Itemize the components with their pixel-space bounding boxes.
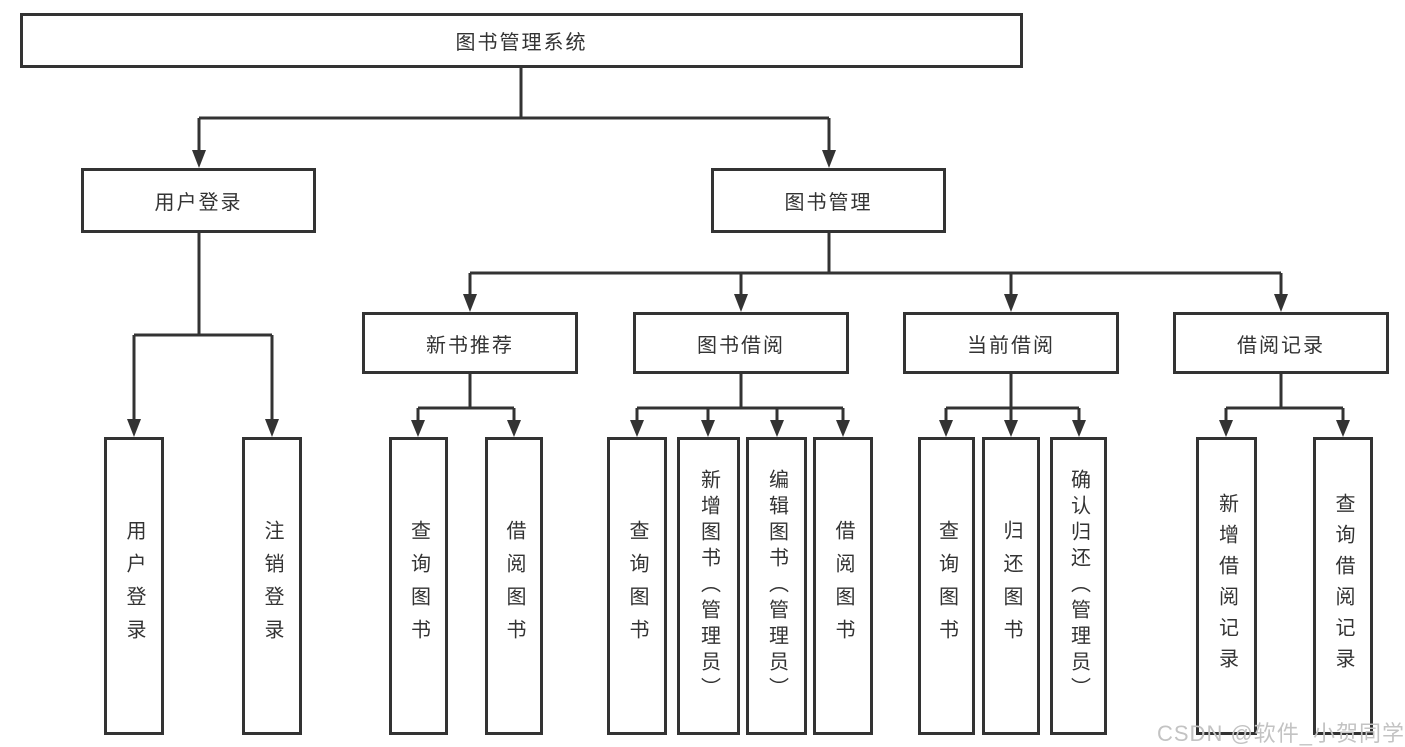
leaf-user-login-label: 用户登录 [123, 520, 145, 652]
node-book-management: 图书管理 [711, 168, 946, 233]
leaf-current-confirm-return-admin: 确认归还（管理员） [1050, 437, 1107, 735]
leaf-current-query-books-label: 查询图书 [935, 520, 958, 652]
node-borrow-records-label: 借阅记录 [1237, 334, 1325, 357]
arrowheads [127, 150, 1350, 437]
node-borrow-records: 借阅记录 [1173, 312, 1389, 374]
node-new-book-recommend: 新书推荐 [362, 312, 578, 374]
csdn-watermark: CSDN @软件_小贺同学 [1157, 721, 1405, 746]
leaf-records-add-record-label: 新增借阅记录 [1215, 493, 1238, 679]
leaf-user-login: 用户登录 [104, 437, 164, 735]
leaf-borrow-edit-books-admin-label: 编辑图书（管理员） [765, 469, 788, 703]
node-user-login: 用户登录 [81, 168, 316, 233]
node-current-borrow: 当前借阅 [903, 312, 1119, 374]
leaf-borrow-query-books-label: 查询图书 [626, 520, 648, 652]
leaf-logout-label: 注销登录 [261, 520, 283, 652]
leaf-borrow-add-books-admin-label: 新增图书（管理员） [697, 469, 720, 703]
leaf-borrow-borrow-books-label: 借阅图书 [832, 520, 854, 652]
leaf-current-return-books-label: 归还图书 [1000, 520, 1022, 652]
node-root-label: 图书管理系统 [455, 32, 588, 54]
leaf-recommend-query-books: 查询图书 [389, 437, 448, 735]
node-new-book-recommend-label: 新书推荐 [426, 334, 514, 357]
leaf-records-query-record-label: 查询借阅记录 [1332, 493, 1354, 679]
leaf-records-add-record: 新增借阅记录 [1196, 437, 1257, 735]
leaf-current-return-books: 归还图书 [982, 437, 1040, 735]
leaf-logout: 注销登录 [242, 437, 302, 735]
leaf-borrow-add-books-admin: 新增图书（管理员） [677, 437, 740, 735]
leaf-recommend-borrow-books-label: 借阅图书 [503, 520, 525, 652]
leaf-current-confirm-return-admin-label: 确认归还（管理员） [1067, 469, 1090, 703]
node-book-borrow-label: 图书借阅 [697, 334, 785, 357]
leaf-borrow-query-books: 查询图书 [607, 437, 667, 735]
node-current-borrow-label: 当前借阅 [967, 334, 1055, 357]
leaf-recommend-query-books-label: 查询图书 [407, 520, 430, 652]
leaf-borrow-edit-books-admin: 编辑图书（管理员） [746, 437, 807, 735]
node-book-borrow: 图书借阅 [633, 312, 849, 374]
leaf-records-query-record: 查询借阅记录 [1313, 437, 1373, 735]
leaf-borrow-borrow-books: 借阅图书 [813, 437, 873, 735]
node-user-login-label: 用户登录 [154, 192, 243, 214]
leaf-current-query-books: 查询图书 [918, 437, 975, 735]
node-book-management-label: 图书管理 [784, 192, 873, 214]
node-root: 图书管理系统 [20, 13, 1023, 68]
leaf-recommend-borrow-books: 借阅图书 [485, 437, 543, 735]
